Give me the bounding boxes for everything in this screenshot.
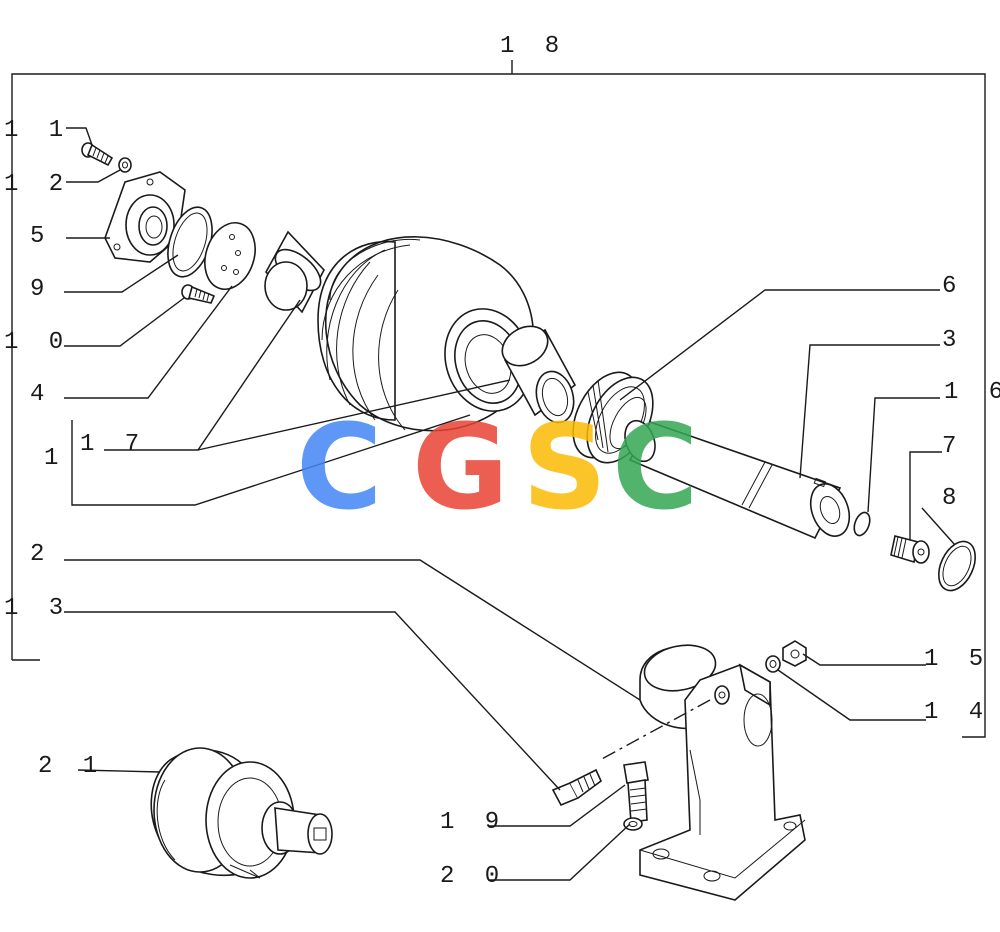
nut-15 <box>782 640 807 667</box>
watermark-letter: G <box>412 398 509 536</box>
end-cap-assembly <box>81 142 256 304</box>
bolt-13 <box>551 768 602 807</box>
label-3: 3 <box>942 327 964 354</box>
label-6: 6 <box>942 273 964 300</box>
label-1: 1 <box>44 445 66 472</box>
label-16: 1 6 <box>944 379 1000 406</box>
label-19: 1 9 <box>440 809 507 836</box>
washer-14 <box>765 655 781 673</box>
label-7: 7 <box>942 433 964 460</box>
label-10: 1 0 <box>4 329 71 356</box>
o-ring-8 <box>938 540 976 592</box>
end-cap-5 <box>104 171 186 263</box>
label-4: 4 <box>30 381 52 408</box>
label-17: 1 7 <box>80 431 147 458</box>
watermark-letter: C <box>612 398 699 536</box>
label-12: 1 2 <box>4 171 71 198</box>
o-ring-16 <box>853 511 871 537</box>
shaft-3 <box>624 419 851 540</box>
screw-10 <box>181 284 216 304</box>
roller-body-1 <box>317 236 535 432</box>
bracket-18 <box>11 60 986 738</box>
support-bracket-2 <box>599 644 806 901</box>
label-21: 2 1 <box>38 753 105 780</box>
bolt-19 <box>623 761 649 823</box>
cover-plate-4 <box>204 222 256 290</box>
label-13: 1 3 <box>4 595 71 622</box>
watermark-letter: S <box>522 398 607 536</box>
label-2: 2 <box>30 541 52 568</box>
label-18: 1 8 <box>500 33 567 60</box>
washer-12 <box>118 157 132 173</box>
label-11: 1 1 <box>4 117 71 144</box>
washer-20 <box>623 817 643 831</box>
bushing-17-left <box>264 230 325 314</box>
screw-11 <box>81 142 114 167</box>
plug-7 <box>890 535 930 564</box>
label-15: 1 5 <box>924 646 991 673</box>
leader-lines <box>64 127 956 881</box>
label-8: 8 <box>942 485 964 512</box>
watermark-letter: C <box>296 398 383 536</box>
label-5: 5 <box>30 223 52 250</box>
label-20: 2 0 <box>440 863 507 890</box>
roller-assembly-21 <box>150 747 333 879</box>
cgsc-watermark-logo: C G S C <box>296 398 699 536</box>
bushing-17-right <box>501 325 577 424</box>
label-14: 1 4 <box>924 699 991 726</box>
label-9: 9 <box>30 276 52 303</box>
